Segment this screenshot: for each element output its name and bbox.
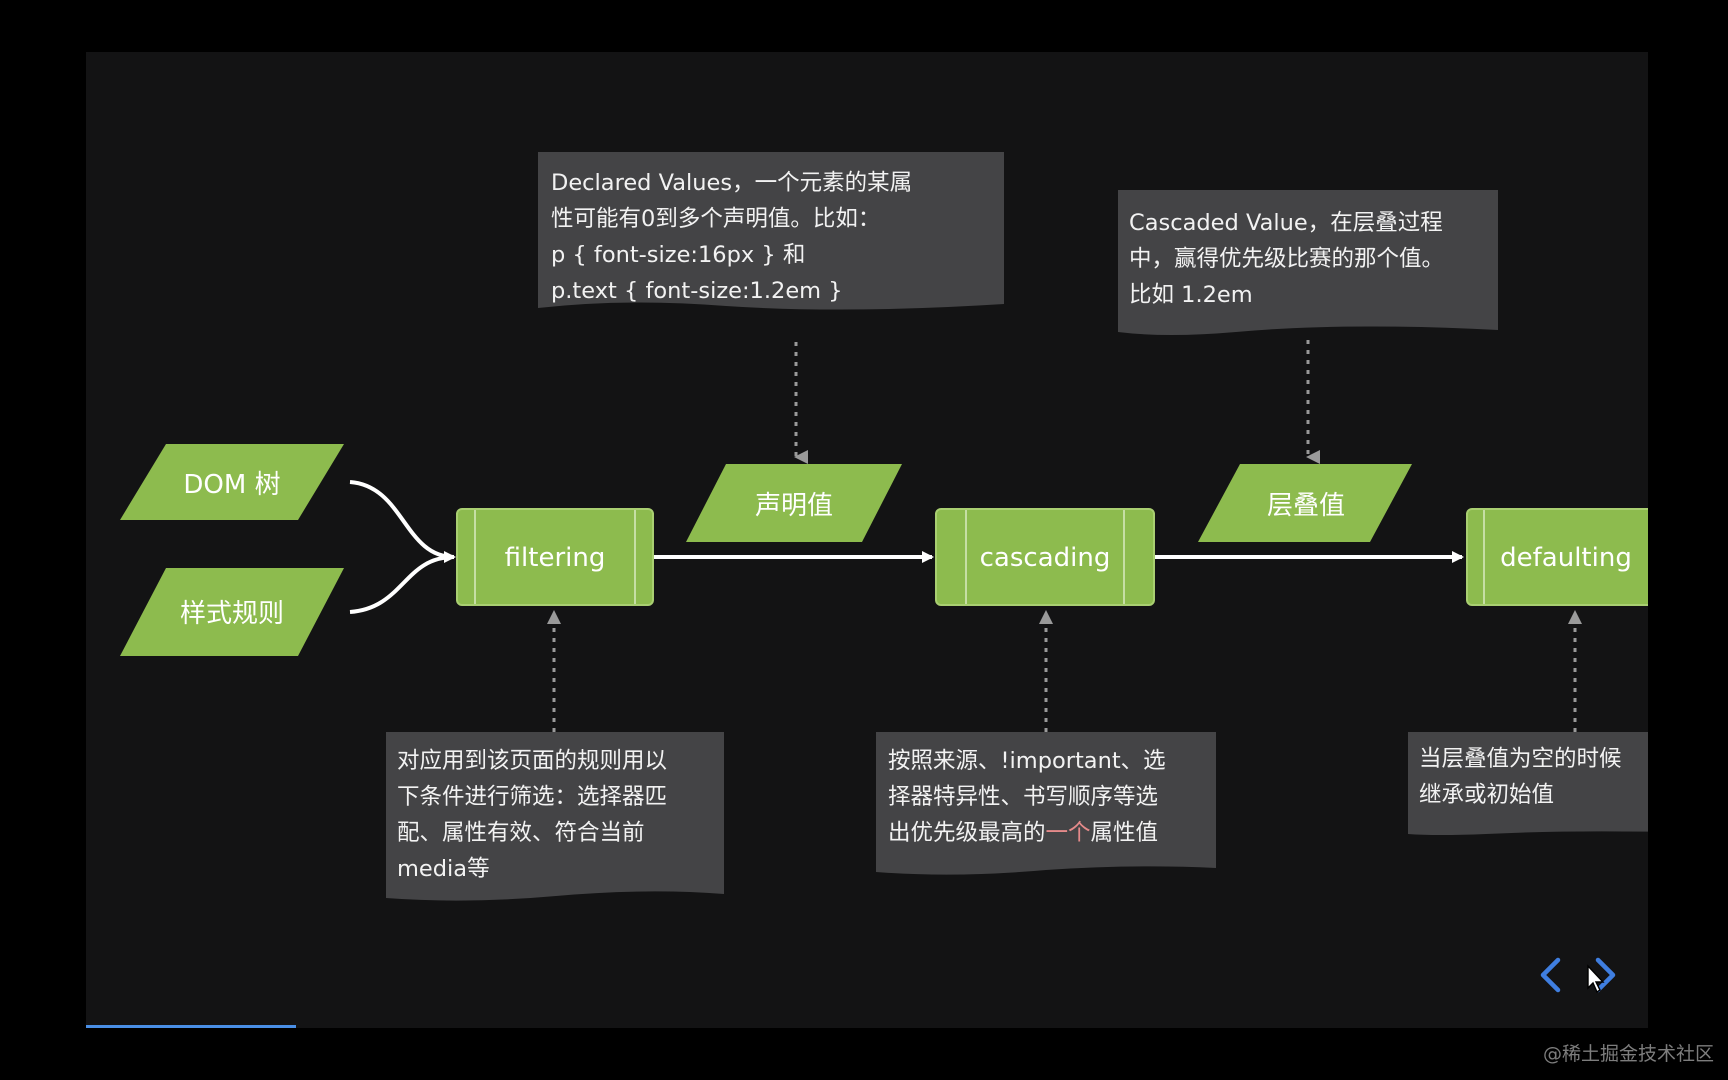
note-text-plain: 属性值: [1091, 820, 1159, 846]
cursor-icon: [1587, 964, 1605, 994]
note-filtering: 对应用到该页面的规则用以 下条件进行筛选：选择器匹 配、属性有效、符合当前 me…: [386, 732, 724, 901]
prev-slide-button[interactable]: [1534, 955, 1562, 995]
value-label: 声明值: [755, 491, 833, 521]
note-line: 比如 1.2em: [1129, 282, 1253, 308]
slide: Declared Values，一个元素的某属 性可能有0到多个声明值。比如： …: [86, 52, 1648, 1028]
process-filtering: filtering: [456, 508, 654, 606]
process-label: filtering: [505, 543, 606, 573]
note-line: p { font-size:16px } 和: [551, 242, 805, 268]
input-label: 样式规则: [180, 599, 284, 629]
chevron-right-icon: [1595, 957, 1616, 993]
note-line: 出优先级最高的一个属性值: [888, 820, 1158, 846]
note-line: 下条件进行筛选：选择器匹: [397, 784, 667, 810]
note-cascaded-value: Cascaded Value，在层叠过程 中，赢得优先级比赛的那个值。 比如 1…: [1118, 190, 1498, 335]
note-line: 择器特异性、书写顺序等选: [888, 784, 1158, 810]
input-style-rules: 样式规则: [120, 568, 344, 656]
chevron-left-icon: [1540, 957, 1561, 993]
progress-bar: [86, 1025, 296, 1028]
flow-diagram: Declared Values，一个元素的某属 性可能有0到多个声明值。比如： …: [120, 152, 1648, 995]
next-slide-button[interactable]: [1592, 955, 1620, 995]
note-line: 当层叠值为空的时候: [1419, 746, 1622, 772]
watermark: @稀土掘金技术社区: [1542, 1043, 1714, 1065]
note-line: p.text { font-size:1.2em }: [551, 278, 843, 304]
note-cascading: 按照来源、!important、选 择器特异性、书写顺序等选 出优先级最高的一个…: [876, 732, 1216, 875]
note-line: Cascaded Value，在层叠过程: [1129, 210, 1443, 236]
note-line: 配、属性有效、符合当前: [397, 820, 645, 846]
process-label: cascading: [980, 543, 1111, 573]
note-line: media等: [397, 856, 490, 882]
note-line: 按照来源、!important、选: [888, 748, 1166, 774]
note-line: Declared Values，一个元素的某属: [551, 170, 912, 196]
arrow-style-to-filtering: [349, 555, 455, 614]
note-line: 继承或初始值: [1419, 782, 1554, 808]
arrow-dom-to-filtering: [349, 480, 456, 563]
process-defaulting: defaulting: [1466, 508, 1648, 606]
input-label: DOM 树: [183, 470, 280, 500]
input-dom-tree: DOM 树: [120, 444, 344, 520]
note-text-highlight: 一个: [1046, 820, 1091, 846]
note-line: 性可能有0到多个声明值。比如：: [551, 206, 880, 232]
note-defaulting: 当层叠值为空的时候 继承或初始值: [1408, 732, 1648, 835]
note-line: 中，赢得优先级比赛的那个值。: [1129, 246, 1444, 272]
note-text-plain: 出优先级最高的: [888, 820, 1046, 846]
value-declared: 声明值: [686, 464, 902, 542]
value-label: 层叠值: [1267, 491, 1345, 521]
process-label: defaulting: [1500, 543, 1632, 573]
note-line: 对应用到该页面的规则用以: [397, 748, 667, 774]
process-cascading: cascading: [935, 508, 1155, 606]
value-cascaded: 层叠值: [1198, 464, 1412, 542]
note-declared-values: Declared Values，一个元素的某属 性可能有0到多个声明值。比如： …: [538, 152, 1004, 310]
